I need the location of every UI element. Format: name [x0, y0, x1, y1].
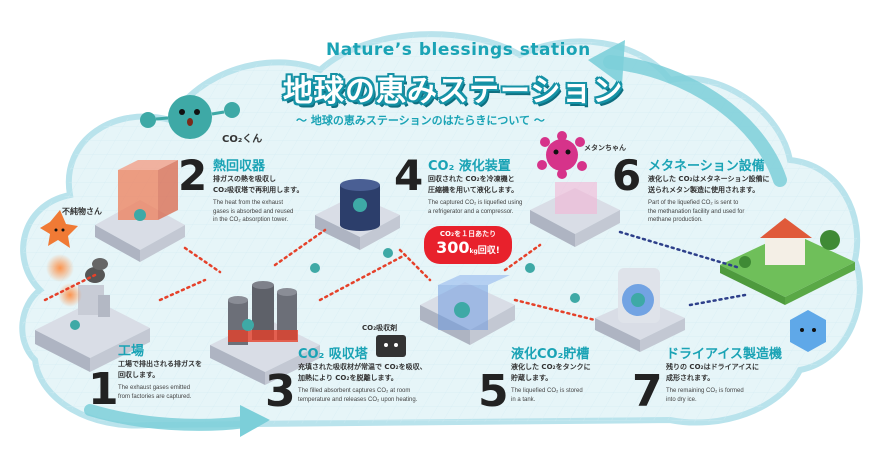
flow-arrow-6-house	[618, 230, 742, 270]
badge-amount: 300	[436, 238, 470, 257]
title-english: Nature’s blessings station	[326, 40, 591, 60]
step-2-desc-jp: 排ガスの熱を吸収し CO₂吸収塔で再利用します。	[213, 175, 304, 194]
flow-arrow-5-6	[503, 243, 542, 272]
badge-suffix: 回収!	[477, 246, 500, 256]
flow-arrow-2-3b	[183, 246, 222, 274]
heat-recovery-platform	[95, 160, 185, 262]
factory-platform	[35, 254, 150, 372]
flow-arrow-3-4	[273, 228, 327, 267]
step-3-title: CO₂ 吸収塔	[298, 347, 368, 362]
co2-blob	[383, 248, 393, 258]
step-2: 熱回収器 排ガスの熱を吸収し CO₂吸収塔で再利用します。 The heat f…	[213, 155, 303, 225]
methanation-platform	[530, 182, 620, 247]
step-5-number: 5	[478, 366, 509, 417]
capture-amount-badge: CO₂を１日あたり 300kg回収!	[424, 226, 512, 264]
step-4-desc-en: The captured CO₂ is liquefied using a re…	[428, 200, 523, 215]
step-4-number: 4	[394, 151, 424, 200]
absorption-tower-platform	[210, 281, 320, 385]
co2-blob	[70, 320, 80, 330]
step-3-desc-jp: 充填された吸収材が常温で CO₂を吸収、 加熱により CO₂を脱離します。	[298, 363, 427, 382]
step-1-number: 1	[88, 364, 119, 415]
step-3: CO₂ 吸収塔 充填された吸収材が常温で CO₂を吸収、 加熱により CO₂を脱…	[298, 343, 427, 404]
flow-arrow-5-7	[513, 298, 597, 322]
step-1-desc-en: The exhaust gases emitted from factories…	[118, 385, 192, 400]
badge-line1: CO₂を１日あたり	[439, 230, 497, 238]
co2-blob	[525, 263, 535, 273]
flow-arrow-2-3	[158, 278, 207, 302]
absorbent-character-label: CO₂吸収剤	[362, 324, 398, 332]
swoosh-arrow-bottom	[84, 404, 251, 431]
step-4: CO₂ 液化装置 回収された CO₂を冷凍機と 圧縮機を用いて液化します。 Th…	[428, 155, 522, 216]
step-6-desc-jp: 液化した CO₂はメタネーション設備に 送られメタン製造に使用されます。	[648, 175, 770, 194]
impurity-character	[40, 210, 78, 248]
co2-blob	[570, 293, 580, 303]
step-7-title: ドライアイス製造機	[666, 347, 782, 362]
liquefier-platform	[315, 179, 400, 250]
step-1-desc-jp: 工場で排出される排ガスを 回収します。	[118, 360, 202, 379]
step-6: メタネーション設備 液化した CO₂はメタネーション設備に 送られメタン製造に使…	[648, 155, 769, 225]
methane-character	[537, 131, 587, 179]
step-6-title: メタネーション設備	[648, 159, 765, 174]
swoosh-arrow-top	[603, 55, 787, 187]
co2-blob	[134, 209, 146, 221]
co2-blob	[310, 263, 320, 273]
methane-character-label: メタンちゃん	[584, 144, 626, 152]
step-5-title: 液化CO₂貯槽	[511, 347, 590, 362]
step-5: 液化CO₂貯槽 液化した CO₂をタンクに 貯蔵します。 The liquefi…	[511, 343, 591, 404]
step-5-desc-en: The liquefied CO₂ is stored in a tank.	[511, 388, 583, 403]
badge-unit: kg	[469, 248, 478, 255]
step-6-desc-en: Part of the liquefied CO₂ is sent to the…	[648, 200, 745, 223]
step-4-title: CO₂ 液化装置	[428, 159, 511, 174]
step-6-number: 6	[612, 151, 642, 200]
step-7-desc-en: The remaining CO₂ is formed into dry ice…	[666, 388, 744, 403]
house-scene	[720, 218, 855, 305]
absorbent-character	[376, 335, 406, 357]
flow-arrow-3-4b	[318, 253, 407, 302]
co2-character-label: CO₂くん	[222, 134, 263, 145]
step-1-title: 工場	[118, 344, 145, 359]
step-7-number: 7	[632, 366, 663, 417]
co2-character	[140, 95, 240, 139]
step-2-desc-en: The heat from the exhaust gases is absor…	[213, 200, 294, 223]
step-2-number: 2	[178, 151, 208, 200]
dry-ice-character	[790, 310, 826, 352]
impurity-character-label: 不純物さん	[62, 207, 102, 216]
subtitle: ～ 地球の恵みステーションのはたらきについて ～	[296, 114, 545, 127]
step-1: 工場 工場で排出される排ガスを 回収します。 The exhaust gases…	[118, 340, 202, 401]
step-7-desc-jp: 残りの CO₂はドライアイスに 成形されます。	[666, 363, 760, 382]
dry-ice-platform	[595, 268, 685, 352]
step-2-title: 熱回収器	[213, 159, 266, 174]
co2-blob	[454, 302, 470, 318]
step-7: ドライアイス製造機 残りの CO₂はドライアイスに 成形されます。 The re…	[666, 343, 782, 404]
step-4-desc-jp: 回収された CO₂を冷凍機と 圧縮機を用いて液化します。	[428, 175, 519, 194]
title-japanese: 地球の恵みステーション	[283, 74, 624, 109]
step-5-desc-jp: 液化した CO₂をタンクに 貯蔵します。	[511, 363, 591, 382]
co2-blob	[353, 198, 367, 212]
co2-blob	[631, 293, 645, 307]
step-3-number: 3	[265, 366, 296, 417]
flow-arrow-4-5	[398, 248, 432, 282]
step-3-desc-en: The filled absorbent captures CO₂ at roo…	[298, 388, 418, 403]
co2-blob	[242, 319, 254, 331]
